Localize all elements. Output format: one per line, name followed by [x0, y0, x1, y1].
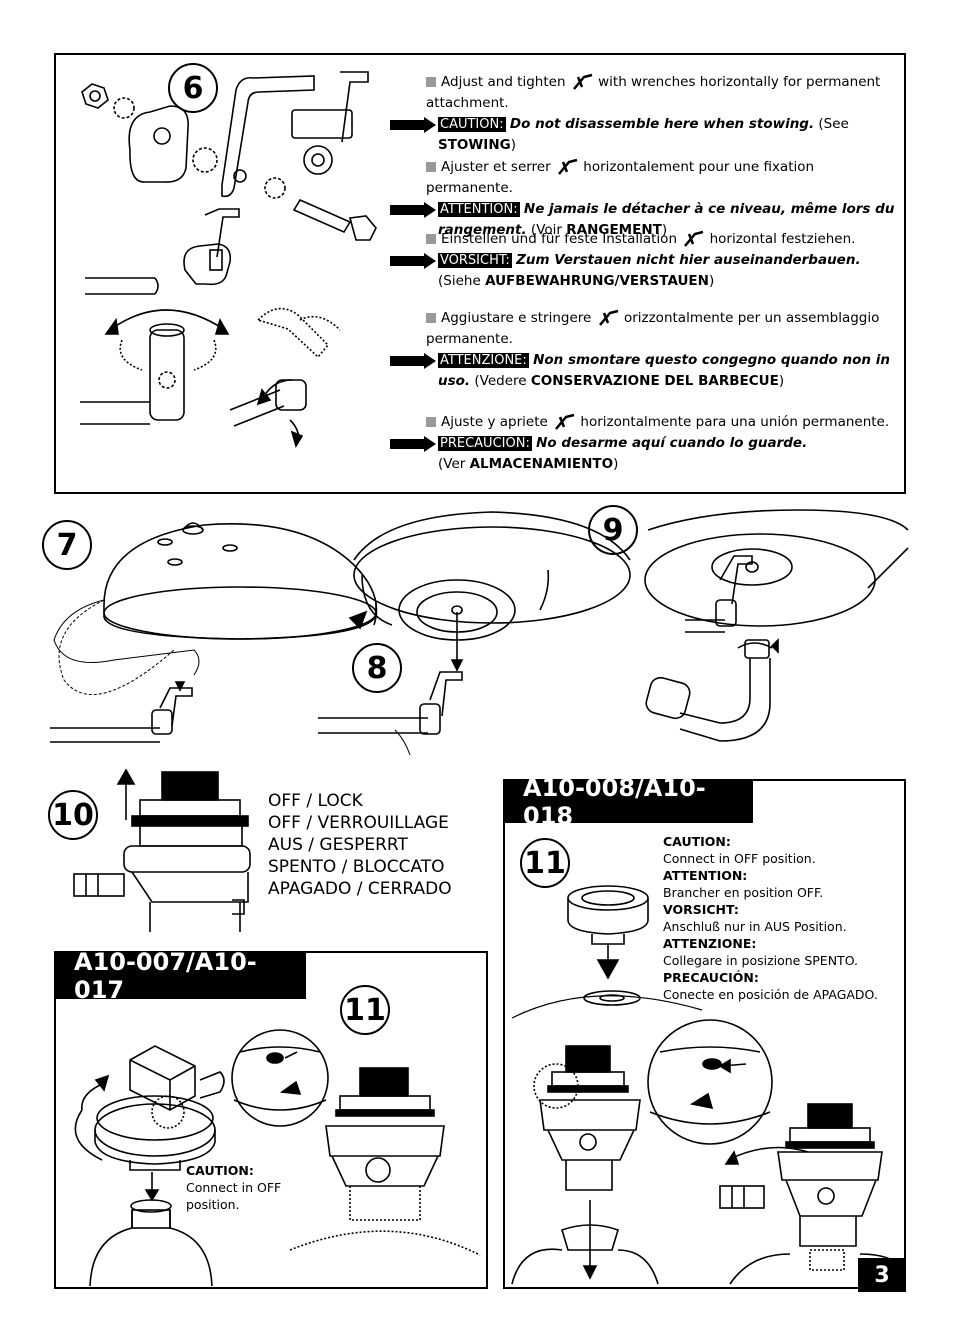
- wrench-icon: [558, 158, 578, 175]
- bullet-icon: [426, 162, 436, 172]
- step-9-number: 9: [588, 505, 638, 555]
- state-label: AUS / GESPERRT: [268, 835, 408, 855]
- state-label: OFF / VERROUILLAGE: [268, 813, 449, 833]
- arrow-right-icon: [390, 436, 436, 452]
- instruction-fr: Ajuster et serrer horizontalement pour u…: [390, 157, 905, 241]
- caution-tag: CAUTION:: [438, 117, 506, 132]
- caution-tag: ATTENZIONE:: [438, 353, 529, 368]
- caution-tag: PRECAUCIÓN:: [438, 436, 532, 451]
- step-11-number-left: 11: [340, 985, 390, 1035]
- wrench-icon: [598, 309, 618, 326]
- step-10-state-list: OFF / LOCK OFF / VERROUILLAGE AUS / GESP…: [268, 790, 452, 900]
- state-label: OFF / LOCK: [268, 791, 363, 811]
- arrow-right-icon: [390, 202, 436, 218]
- instruction-de: Einstellen und für feste Installation ho…: [390, 229, 905, 292]
- instruction-es: Ajuste y apriete horizontalmente para un…: [390, 412, 905, 475]
- instruction-en: Adjust and tighten with wrenches horizon…: [390, 72, 905, 156]
- model-a10-008-title: A10-008/A10-018: [505, 774, 753, 830]
- page-number: 3: [858, 1258, 906, 1292]
- state-label: SPENTO / BLOCCATO: [268, 857, 445, 877]
- caution-tag: ATTENTION:: [438, 202, 520, 217]
- model-a10-008-panel: [503, 779, 906, 1289]
- bullet-icon: [426, 77, 436, 87]
- step-6-panel: [54, 53, 906, 494]
- step-7-number: 7: [42, 520, 92, 570]
- arrow-right-icon: [390, 117, 436, 133]
- model-a10-007-panel: [54, 951, 488, 1289]
- step-10-number: 10: [48, 790, 98, 840]
- caution-tag: VORSICHT:: [438, 253, 512, 268]
- step-8-number: 8: [352, 643, 402, 693]
- wrench-icon: [572, 73, 593, 90]
- instruction-it: Aggiustare e stringere orizzontalmente p…: [390, 308, 905, 392]
- caution-left: CAUTION: Connect in OFF position.: [186, 1163, 282, 1212]
- wrench-icon: [684, 230, 704, 247]
- caution-right: CAUTION: Connect in OFF position. ATTENT…: [663, 834, 878, 1002]
- model-a10-007-title: A10-007/A10-017: [56, 948, 306, 1004]
- step-6-number: 6: [168, 63, 218, 113]
- bullet-icon: [426, 234, 436, 244]
- step-11-number-right: 11: [520, 838, 570, 888]
- bullet-icon: [426, 313, 436, 323]
- arrow-right-icon: [390, 353, 436, 369]
- wrench-icon: [555, 413, 575, 430]
- bullet-icon: [426, 417, 436, 427]
- arrow-right-icon: [390, 253, 436, 269]
- state-label: APAGADO / CERRADO: [268, 879, 452, 899]
